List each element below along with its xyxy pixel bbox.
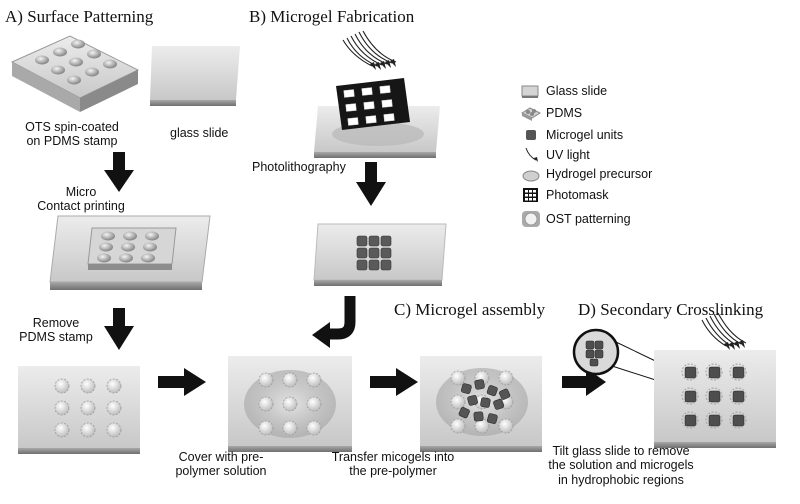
uv-arrowheads	[370, 59, 396, 70]
label-ots: OTS spin-coated on PDMS stamp	[25, 120, 119, 149]
label-transfer: Transfer micogels into the pre-polymer	[331, 450, 455, 479]
ost-patterning-icon	[520, 210, 542, 228]
legend-item-glass-slide: Glass slide	[520, 82, 607, 100]
section-title-d: D) Secondary Crosslinking	[578, 300, 764, 319]
legend-item-pdms: PDMS	[520, 104, 582, 122]
photomask	[336, 78, 410, 130]
arrow-down-a1	[104, 152, 134, 192]
legend-item-photomask: Photomask	[520, 186, 609, 204]
slide-bottom-1	[18, 366, 140, 454]
legend-label: PDMS	[546, 106, 583, 120]
legend-label: Microgel units	[546, 128, 624, 142]
legend-item-ost: OST patterning	[520, 210, 631, 228]
arrow-down-b1	[356, 162, 386, 206]
arrow-j-curve	[312, 296, 356, 348]
pdms-stamp	[10, 35, 140, 112]
slide-final	[654, 350, 776, 448]
hydrogel-precursor-icon	[520, 165, 542, 183]
slide-bottom-2	[228, 356, 352, 452]
pdms-icon	[520, 104, 542, 122]
stamp-on-slide	[49, 215, 211, 290]
legend-item-microgel: Microgel units	[520, 126, 623, 144]
section-title-a: A) Surface Patterning	[5, 7, 154, 26]
section-title-b: B) Microgel Fabrication	[249, 7, 415, 26]
label-cover: Cover with pre- polymer solution	[175, 450, 267, 479]
arrow-right-3	[562, 368, 606, 396]
glass-slide-a	[150, 46, 240, 106]
label-micro-cp: Micro Contact printing	[37, 185, 125, 214]
stamp-posts-2	[97, 231, 159, 263]
arrow-right-1	[158, 368, 206, 396]
label-tilt: Tilt glass slide to remove the solution …	[548, 444, 694, 487]
legend-item-hydrogel: Hydrogel precursor	[520, 165, 652, 183]
legend-label: Photomask	[546, 188, 609, 202]
legend-item-uv: UV light	[520, 146, 590, 164]
label-remove-pdms: Remove PDMS stamp	[19, 316, 93, 345]
arrow-right-2	[370, 368, 418, 396]
slide-b-microgels	[313, 223, 447, 286]
photomask-icon	[520, 186, 542, 204]
arrow-down-a2	[104, 308, 134, 350]
legend-label: UV light	[546, 148, 590, 162]
glass-slide-icon	[520, 82, 542, 100]
legend-label: Glass slide	[546, 84, 608, 98]
microgel-unit-icon	[520, 126, 542, 144]
legend-label: Hydrogel precursor	[546, 167, 653, 181]
stamp-posts	[35, 39, 117, 85]
section-title-c: C) Microgel assembly	[394, 300, 546, 319]
uv-light-icon	[520, 146, 542, 164]
legend-label: OST patterning	[546, 212, 631, 226]
slide-bottom-3	[420, 356, 542, 452]
label-glass-slide: glass slide	[170, 126, 229, 140]
label-photolithography: Photolithography	[252, 160, 346, 174]
